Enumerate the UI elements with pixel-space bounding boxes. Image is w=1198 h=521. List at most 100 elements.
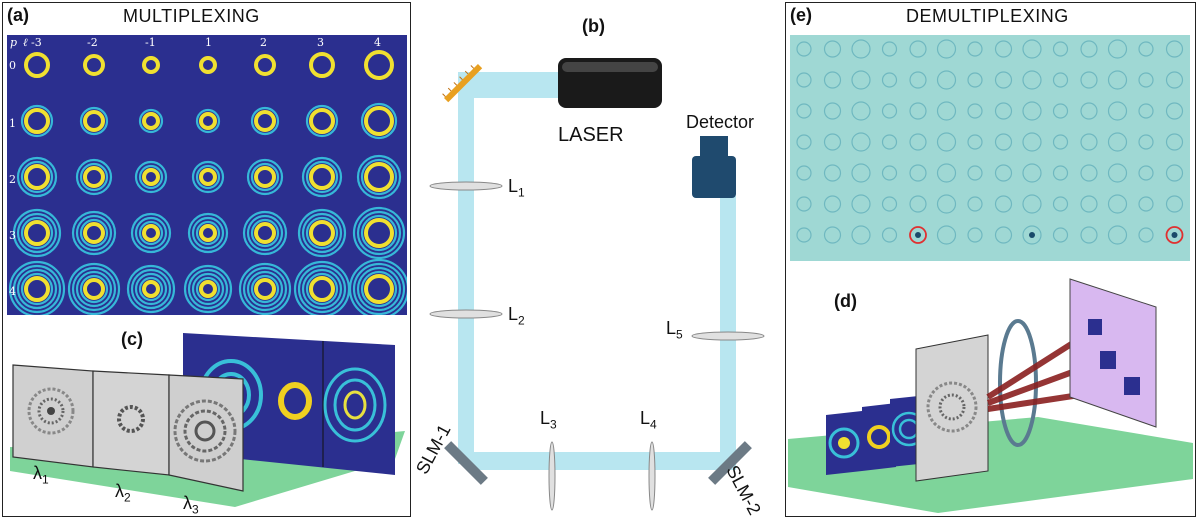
mode-profile	[293, 260, 351, 315]
demux-cell	[967, 227, 983, 243]
hologram-screen	[915, 334, 989, 482]
detector-body	[692, 136, 736, 198]
demux-cell	[1052, 103, 1069, 119]
mode-profile	[242, 210, 288, 256]
demux-cell	[909, 102, 927, 120]
demux-highlight	[1165, 226, 1184, 244]
panel-d-illustration	[788, 278, 1193, 513]
demux-cell	[967, 196, 983, 212]
mode-profile	[356, 154, 402, 200]
demux-cell	[994, 195, 1013, 213]
demux-cell	[1080, 40, 1098, 58]
demux-cell	[796, 72, 812, 88]
mirror	[442, 64, 483, 103]
demux-cell	[967, 72, 983, 88]
demux-cell	[909, 164, 927, 182]
l-value: 3	[317, 36, 324, 49]
demux-cell	[851, 194, 871, 214]
demux-cell	[967, 165, 983, 181]
l-value: -3	[31, 36, 42, 49]
mode-profile	[130, 212, 172, 254]
l-value: 4	[374, 36, 381, 49]
panel-e-label: (e)	[790, 5, 812, 25]
l-axis-label: ℓ	[23, 36, 28, 49]
mode-grid: p ℓ -3 -2 -1 1 2 3 4 0 1 2 3 4	[7, 35, 407, 315]
p-axis-label: p	[10, 36, 18, 49]
beam-right	[720, 196, 736, 466]
wavelength-label-2: λ2	[115, 481, 131, 505]
demux-cell	[1138, 134, 1154, 150]
mode-profile	[183, 264, 233, 314]
mode-profile	[12, 208, 62, 258]
demux-peak	[915, 232, 921, 238]
mode-profile	[142, 56, 160, 74]
demux-cell	[936, 101, 957, 121]
demux-cell	[1138, 41, 1154, 57]
demux-cell	[823, 102, 842, 120]
lens-label-l2: L2	[508, 304, 525, 328]
demux-grid	[790, 35, 1190, 261]
demux-cell	[967, 41, 983, 57]
demux-cell	[1107, 39, 1128, 59]
demux-cell	[881, 72, 898, 88]
demux-cell	[851, 132, 871, 152]
slm1-device	[444, 441, 488, 485]
demux-cell	[1138, 196, 1154, 212]
demux-cell	[994, 71, 1013, 89]
demux-cell	[1022, 101, 1042, 121]
demux-cell	[1107, 70, 1128, 90]
mode-profile	[134, 160, 168, 194]
demux-cell	[1138, 227, 1154, 243]
demux-cell	[881, 196, 898, 212]
demux-cell	[1022, 163, 1042, 183]
mode-profile	[195, 108, 221, 134]
demux-cell	[1165, 71, 1184, 89]
laser-label: LASER	[558, 124, 624, 146]
demux-cell	[936, 225, 957, 245]
demux-cell	[1107, 132, 1128, 152]
panel-a-title: MULTIPLEXING	[123, 6, 260, 26]
demux-cell	[1165, 40, 1184, 58]
mode-profile	[8, 260, 66, 315]
demux-cell	[881, 227, 898, 243]
p-value: 2	[9, 173, 16, 186]
demux-cell	[1080, 102, 1098, 120]
demux-cell	[1080, 71, 1098, 89]
mode-profile	[360, 102, 398, 140]
demux-cell	[1165, 133, 1184, 151]
lens-label-l1: L1	[508, 176, 525, 200]
lens-l5	[691, 331, 765, 341]
mode-profile	[352, 206, 406, 260]
mode-profile	[364, 50, 394, 80]
mode-profile	[191, 160, 225, 194]
demux-cell	[1138, 103, 1154, 119]
demux-cell	[823, 40, 842, 58]
demux-cell	[1052, 196, 1069, 212]
demux-cell	[851, 163, 871, 183]
demux-cell	[1165, 164, 1184, 182]
panel-d-label: (d)	[834, 291, 857, 311]
demux-cell	[1052, 165, 1069, 181]
demux-cell	[796, 103, 812, 119]
lens-label-l3: L3	[540, 408, 557, 432]
mode-profile	[309, 52, 335, 78]
mode-grid-svg	[8, 50, 407, 315]
demux-cell	[1052, 134, 1069, 150]
mode-profile	[24, 52, 50, 78]
l-value: -1	[145, 36, 156, 49]
demux-cell	[823, 226, 842, 244]
demux-cell	[994, 164, 1013, 182]
demux-cell	[1080, 195, 1098, 213]
demux-cell	[936, 194, 957, 214]
p-value: 4	[9, 285, 16, 298]
demux-cell	[851, 101, 871, 121]
demux-cell	[881, 41, 898, 57]
mode-profile	[138, 108, 164, 134]
mode-profile	[71, 210, 117, 256]
demux-cell	[1022, 194, 1042, 214]
demux-cell	[796, 196, 812, 212]
mode-profile	[305, 104, 339, 138]
demux-cell	[936, 39, 957, 59]
demux-cell	[823, 164, 842, 182]
lens-l1	[429, 181, 503, 191]
